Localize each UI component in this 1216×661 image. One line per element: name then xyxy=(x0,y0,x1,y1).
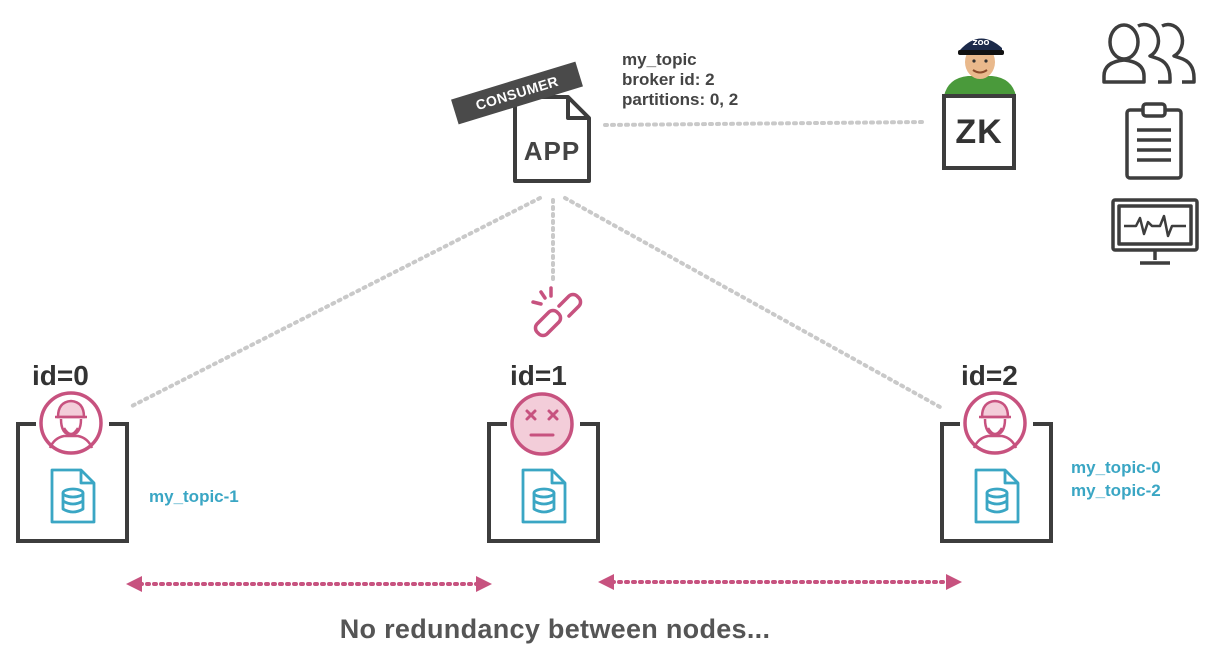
broker-1-id-label: id=1 xyxy=(510,360,567,391)
no-redundancy-arrow-left xyxy=(126,576,492,592)
footer-caption: No redundancy between nodes... xyxy=(339,614,771,644)
broker-1-data-file-icon xyxy=(521,468,567,524)
broker-0-data-file-icon xyxy=(50,468,96,524)
consumer-broker-text: broker id: 2 xyxy=(622,70,715,89)
broker-2-partition: my_topic-0 xyxy=(1071,458,1161,477)
broker-0-box xyxy=(16,422,129,543)
broker-1-dead-face-icon xyxy=(510,392,574,456)
clipboard-icon xyxy=(1125,102,1183,180)
zookeeper-hat-text: ZOO xyxy=(973,39,990,47)
broker-2-data-file-icon xyxy=(974,468,1020,524)
broker-0-partition: my_topic-1 xyxy=(149,487,239,506)
broker-2-box xyxy=(940,422,1053,543)
zookeeper-box: ZK xyxy=(942,94,1016,170)
no-redundancy-arrow-right xyxy=(598,574,962,590)
broken-link-icon xyxy=(531,286,583,338)
consumer-zk-link xyxy=(603,120,927,127)
broker-0-id-label: id=0 xyxy=(32,360,89,391)
broker-1-box xyxy=(487,422,600,543)
broker-2-partitions: my_topic-0 my_topic-2 xyxy=(1071,456,1161,502)
app-document-icon xyxy=(513,95,591,183)
broker-2-id-label: id=2 xyxy=(961,360,1018,391)
consumer-broker0-link xyxy=(128,196,542,409)
users-icon xyxy=(1102,22,1196,84)
consumer-info: my_topic broker id: 2 partitions: 0, 2 xyxy=(622,50,738,110)
consumer-partitions-text: partitions: 0, 2 xyxy=(622,90,739,109)
broker-0-partitions: my_topic-1 xyxy=(149,485,239,508)
app-label: APP xyxy=(523,136,581,166)
broker-0-worker-icon xyxy=(39,391,103,455)
zookeeper-label: ZK xyxy=(955,113,1003,151)
consumer-broker2-link xyxy=(563,196,942,409)
zookeeper: ZOO ZK xyxy=(938,30,1022,175)
consumer-topic-text: my_topic xyxy=(622,50,697,69)
broker-2-worker-icon xyxy=(963,391,1027,455)
consumer-app: APP xyxy=(512,94,592,184)
monitor-heartbeat-icon xyxy=(1111,198,1199,265)
broker-2-partition: my_topic-2 xyxy=(1071,481,1161,500)
zookeeper-keeper-icon: ZOO xyxy=(944,38,1016,96)
